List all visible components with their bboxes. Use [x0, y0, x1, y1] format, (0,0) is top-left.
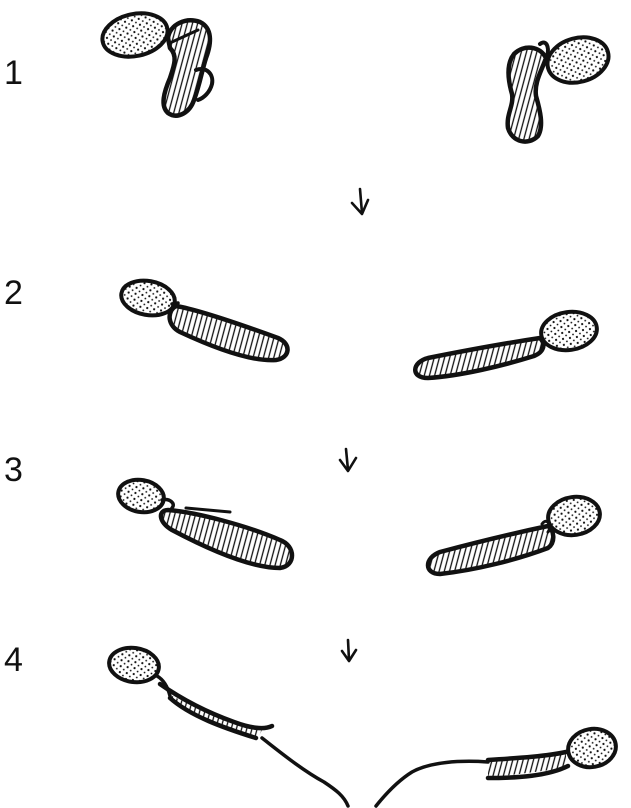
step-1-right-cell	[508, 31, 614, 142]
arrow-2-3	[340, 449, 356, 471]
arrow-1-2	[352, 189, 368, 214]
arrow-3-4	[342, 640, 356, 661]
step-2-right-cell	[415, 308, 599, 378]
step-2-left-cell	[118, 277, 287, 361]
step-4-right-cell	[376, 725, 619, 806]
step-4-left-cell	[107, 645, 348, 806]
step-3-left-cell	[116, 476, 292, 568]
step-1-left-cell	[98, 8, 212, 116]
step-3-right-cell	[428, 494, 602, 574]
